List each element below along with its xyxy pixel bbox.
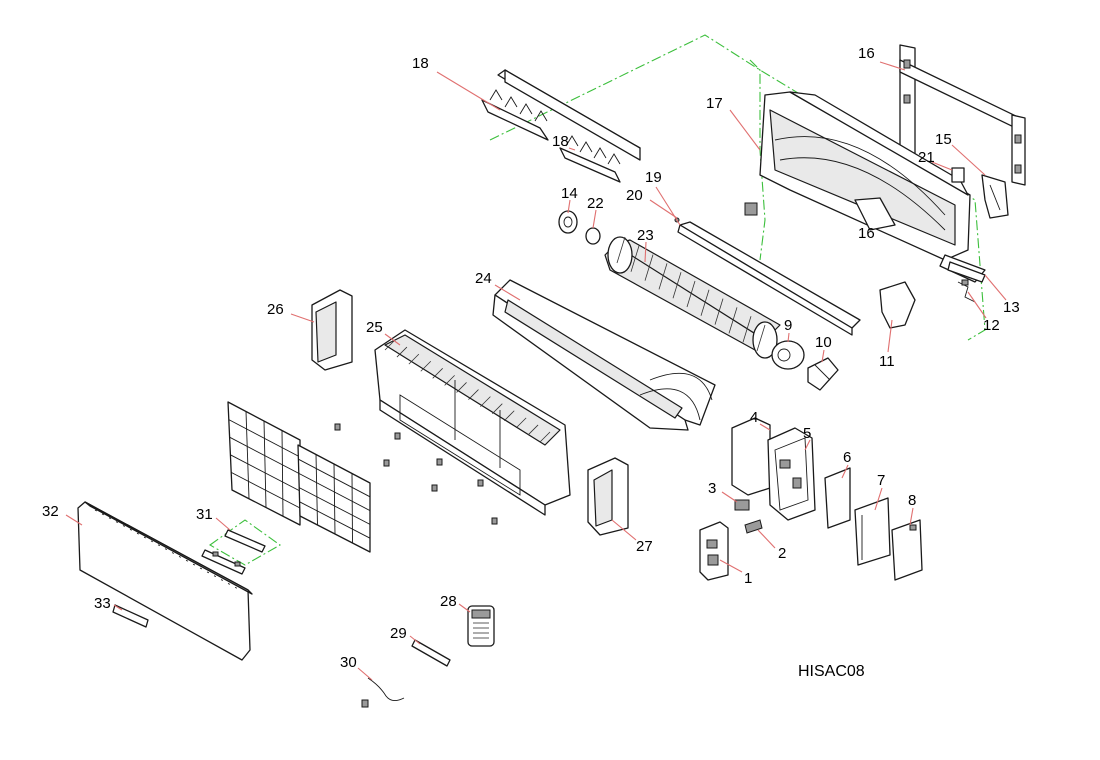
control-box-cover-part [731,417,771,496]
pcb-cover-b-part [854,497,891,566]
label-part-10: 10 [815,334,832,351]
base-chassis-part [744,91,986,283]
louver-set-upper-part [481,89,549,141]
bearing-holder-part [558,210,578,234]
label-part-31: 30 [340,654,357,671]
group-outline-upper [489,34,986,341]
label-part-5: 5 [803,425,811,442]
louver-kit-part [201,529,266,575]
evaporator-body-part [374,329,571,516]
electrical-box-part [767,427,816,521]
label-part-21: 20 [626,187,643,204]
label-part-24: 23 [637,227,654,244]
label-part-26: 25 [366,319,383,336]
label-part-6: 6 [843,449,851,466]
label-part-28: 27 [636,538,653,555]
label-part-23: 22 [587,195,604,212]
bracket-part [981,174,1009,219]
label-part-20: 19 [645,169,662,186]
label-part-11: 11 [879,353,895,370]
body-screws [334,423,498,525]
pipe-part [947,261,986,283]
front-panel-part [77,501,253,661]
label-part-1: 1 [744,570,752,587]
label-part-8: 8 [908,492,916,509]
display-board-part [699,521,729,581]
label-part-4: 4 [750,409,758,426]
group-outline-louver [208,519,282,566]
bearing-part [585,227,601,245]
label-part-27: 26 [267,301,284,318]
side-cover-left-part [311,289,353,371]
louver-set-lower-part [559,135,621,183]
cross-flow-fan-part [604,236,781,359]
label-part-29: 28 [440,593,457,610]
label-part-25: 24 [475,270,492,287]
label-part-13: 13 [1003,299,1020,316]
label-part-12: 12 [983,317,1000,334]
label-part-15: 15 [935,131,952,148]
connector-part [744,519,763,534]
power-cord-part [361,677,405,708]
label-part-18: 18 [412,55,429,72]
display-window-part [112,604,149,628]
label-part-16-top: 16 [858,45,875,62]
label-part-33: 32 [42,503,59,520]
terminal-part [734,499,750,511]
label-part-34: 33 [94,595,111,612]
drain-strip-part [677,221,861,336]
air-filter-right-part [297,444,371,553]
side-bracket-part [879,281,916,329]
label-part-3: 3 [708,480,716,497]
air-filter-left-part [227,401,301,526]
front-frame-part [492,279,716,431]
label-part-30: 29 [390,625,407,642]
label-part-32: 31 [196,506,213,523]
part-number-labels: 18 18 16 17 15 21 19 20 14 22 23 16 24 2… [42,45,1020,671]
sensor-holder-part [957,279,976,303]
remote-controller-part [467,605,495,647]
drawing-code: HISAC08 [798,663,865,680]
mounting-plate-part [899,44,1026,186]
label-part-19: 18 [552,133,569,150]
label-part-9: 9 [784,317,792,334]
remote-holder-part [411,639,451,667]
label-part-22: 21 [918,149,935,166]
side-cover-right-part [587,457,629,536]
pcb-cover-c-part [891,519,923,581]
label-part-14: 14 [561,185,578,202]
motor-clamp-part [807,357,839,391]
leader-lines [65,61,1007,681]
label-part-17: 17 [706,95,723,112]
clip-part [951,167,965,183]
label-part-2: 2 [778,545,786,562]
label-part-7: 7 [877,472,885,489]
fan-motor-part [771,340,805,370]
louver-rail-part [497,69,641,161]
label-part-16-mid: 16 [858,225,875,242]
pcb-cover-a-part [824,467,851,529]
